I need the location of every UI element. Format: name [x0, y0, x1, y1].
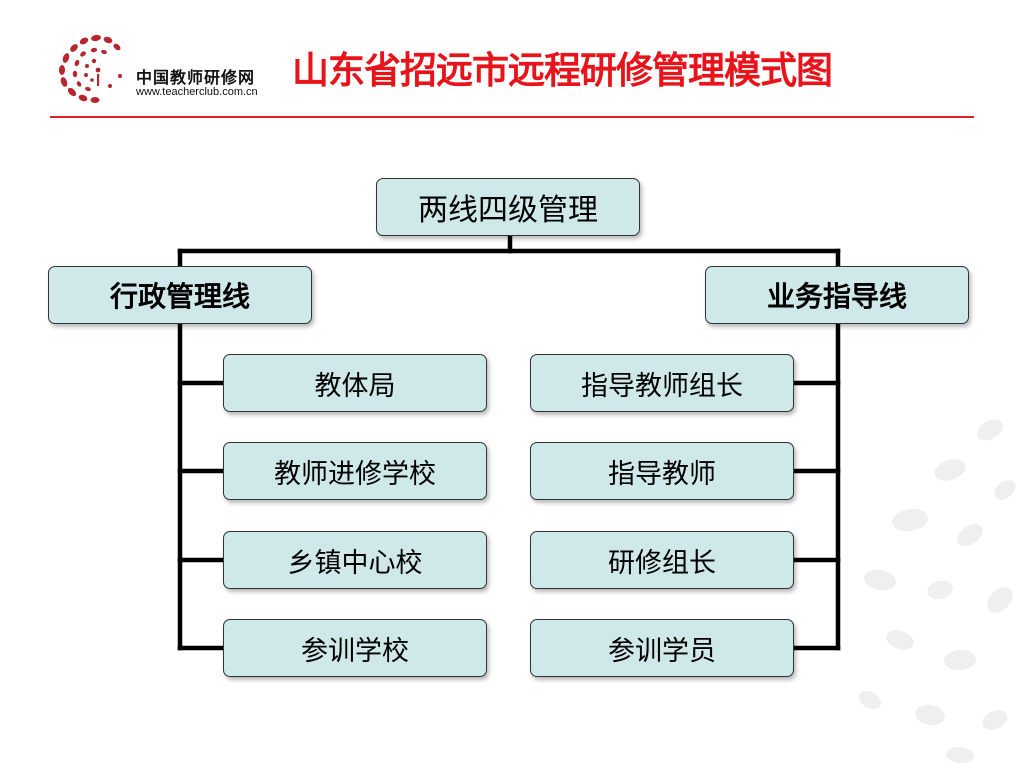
- right-item-node: 指导教师组长: [530, 354, 794, 412]
- page-title: 山东省招远市远程研修管理模式图: [292, 49, 833, 92]
- logo-swirl-icon: [59, 34, 122, 103]
- left-item-node: 乡镇中心校: [223, 531, 487, 589]
- header-divider: [50, 116, 974, 118]
- right-item-node: 参训学员: [530, 619, 794, 677]
- right-item-node: 研修组长: [530, 531, 794, 589]
- left-item-node: 参训学校: [223, 619, 487, 677]
- right-line-node: 业务指导线: [705, 266, 969, 324]
- left-item-node: 教师进修学校: [223, 442, 487, 500]
- left-item-node: 教体局: [223, 354, 487, 412]
- left-line-node: 行政管理线: [48, 266, 312, 324]
- right-item-node: 指导教师: [530, 442, 794, 500]
- site-logo[interactable]: 中国教师研修网 www.teacherclub.com.cn: [50, 30, 290, 105]
- logo-text-cn: 中国教师研修网: [136, 68, 256, 87]
- logo-url[interactable]: www.teacherclub.com.cn: [136, 86, 258, 98]
- root-node: 两线四级管理: [376, 178, 640, 236]
